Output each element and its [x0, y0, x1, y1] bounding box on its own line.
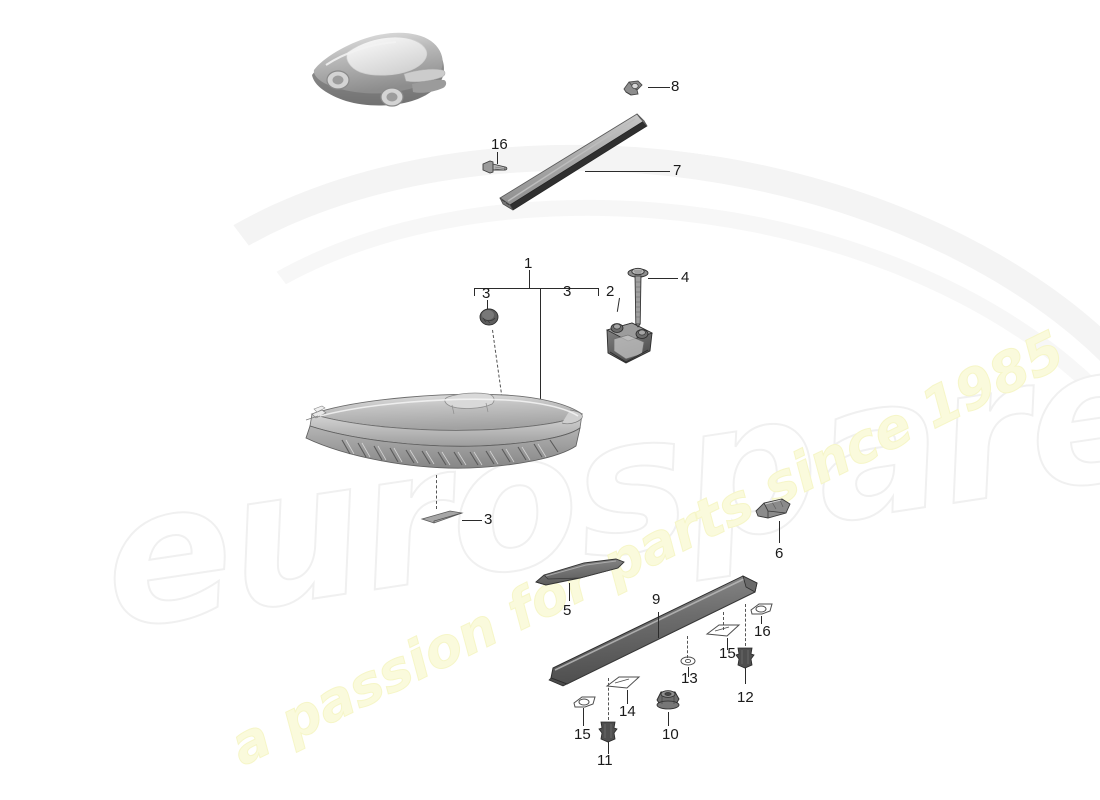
leader-line-1-span: [474, 288, 598, 289]
callout-label-16-left: 15: [574, 726, 591, 743]
leader-line-12: [608, 742, 609, 754]
callout-label-17: 16: [491, 136, 508, 153]
leader-line-2: [616, 297, 620, 312]
leader-line-1-stem: [529, 270, 530, 288]
callout-label-4: 3: [482, 285, 491, 302]
expanding-clip: [733, 644, 757, 670]
wing-mounting-bracket: [598, 311, 660, 373]
leader-line-17: [497, 152, 498, 164]
assembly-axis-15b: [723, 612, 724, 630]
rubber-grommet-plug: [478, 307, 500, 329]
leader-line-8: [585, 171, 670, 172]
shoulder-bolt: [481, 158, 515, 180]
leader-line-9: [648, 87, 670, 88]
hex-flange-nut: [653, 686, 683, 712]
assembly-axis-4: [492, 329, 503, 398]
assembly-axis-12: [608, 678, 609, 720]
callout-label-5: 4: [681, 269, 690, 286]
callout-label-8: 7: [673, 162, 682, 179]
assembly-axis-14: [687, 636, 688, 658]
leader-line-16a: [583, 708, 584, 726]
oval-washer-plate: [568, 694, 600, 710]
oval-washer-plate: [745, 601, 777, 617]
vehicle-reference-thumbnail: [296, 18, 466, 123]
leader-line-16b: [761, 616, 762, 624]
leader-line-10: [658, 612, 659, 638]
callout-label-10: 9: [652, 591, 661, 608]
leader-tick-1-right: [598, 288, 599, 296]
leader-line-15a: [627, 690, 628, 704]
watermark-tagline-text: a passion for parts since 1985: [220, 318, 1074, 778]
leader-tick-1-left: [474, 288, 475, 296]
leader-line-3-lower: [462, 520, 482, 521]
end-cap-clip: [752, 495, 794, 525]
callout-label-15-left: 14: [619, 703, 636, 720]
leader-line-13: [745, 668, 746, 684]
callout-label-12: 11: [597, 752, 613, 769]
spacer-pad: [420, 508, 464, 526]
callout-label-14: 13: [681, 670, 698, 687]
assembly-axis-3-lower: [436, 475, 437, 509]
wing-blade-profile: [492, 112, 652, 212]
callout-label-1: 1: [524, 255, 533, 272]
leader-line-11: [668, 712, 669, 726]
callout-label-2: 2: [606, 283, 615, 300]
callout-label-7: 6: [775, 545, 784, 562]
leader-line-7: [779, 521, 780, 543]
rear-trim-strip: [532, 556, 628, 588]
callout-label-16-right: 16: [754, 623, 771, 640]
sealing-washer: [679, 655, 697, 667]
retaining-plate: [705, 622, 741, 640]
callout-label-13: 12: [737, 689, 754, 706]
assembly-axis-13: [745, 604, 746, 646]
expanding-clip: [596, 718, 620, 744]
spring-nut-clip: [620, 76, 648, 100]
callout-label-3-lower: 3: [484, 511, 493, 528]
spoiler-lip-bar: [543, 570, 773, 695]
callout-label-11: 10: [662, 726, 679, 743]
flange-head-bolt: [626, 266, 650, 332]
leader-line-5: [648, 278, 678, 279]
rear-wing-main-body: [300, 392, 588, 482]
callout-label-6: 5: [563, 602, 572, 619]
leader-line-6: [569, 583, 570, 601]
callout-label-3-upper: 3: [563, 283, 572, 300]
leader-line-3-upper: [540, 288, 541, 413]
retaining-plate: [605, 674, 641, 692]
callout-label-9: 8: [671, 78, 680, 95]
leader-line-4: [487, 300, 488, 309]
leader-line-15b: [727, 638, 728, 650]
callout-label-15-right: 15: [719, 645, 736, 662]
leader-line-14: [688, 667, 689, 677]
